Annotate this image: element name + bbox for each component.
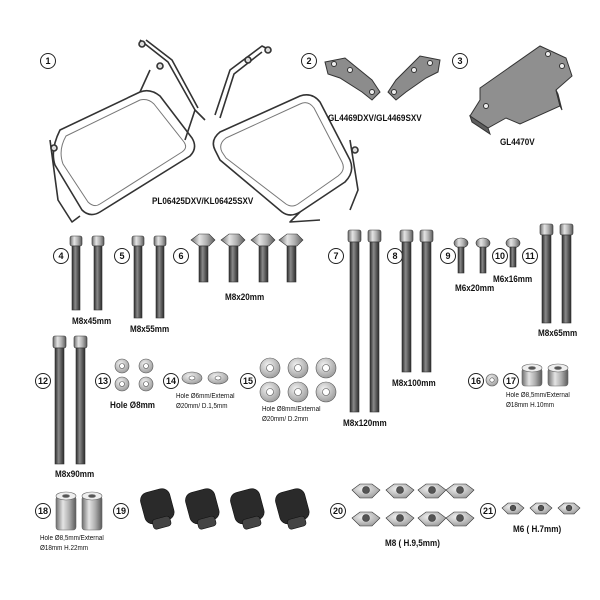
label-washer15-line2: Ø20mm/ D.2mm (262, 416, 309, 423)
spacers-22mm (55, 491, 103, 531)
callout-2: 2 (301, 53, 317, 69)
label-washer14-line1: Hole Ø6mm/External (176, 393, 235, 400)
nuts-m8 (351, 483, 475, 527)
label-m8x20: M8x20mm (225, 292, 265, 302)
rubber-bushings (140, 488, 310, 530)
callout-6: 6 (173, 248, 189, 264)
label-nut20: M8 ( H.9,5mm) (385, 538, 440, 548)
callout-7: 7 (328, 248, 344, 264)
callout-1: 1 (40, 53, 56, 69)
label-m8x55: M8x55mm (130, 324, 170, 334)
washers-6mm (181, 371, 229, 385)
callout-5: 5 (114, 248, 130, 264)
bolts-m8x120 (347, 229, 382, 413)
callout-13: 13 (95, 373, 111, 389)
bolts-m6x20 (453, 237, 491, 274)
bolts-m8x90 (52, 335, 88, 465)
label-bracket-pair: GL4469DXV/GL4469SXV (328, 113, 422, 123)
callout-12: 12 (35, 373, 51, 389)
label-m8x45: M8x45mm (72, 316, 112, 326)
label-spacer17-line2: Ø18mm H.10mm (506, 402, 554, 409)
bolts-m8x20 (190, 233, 304, 283)
label-nut21: M6 ( H.7mm) (513, 524, 562, 534)
label-washer13: Hole Ø8mm (110, 400, 156, 410)
label-m8x100: M8x100mm (392, 378, 436, 388)
bolts-m8x45 (69, 235, 105, 311)
label-frame: PL06425DXV/KL06425SXV (152, 196, 254, 206)
callout-21: 21 (480, 503, 496, 519)
callout-14: 14 (163, 373, 179, 389)
callout-16: 16 (468, 373, 484, 389)
label-m6x16: M6x16mm (493, 274, 533, 284)
label-spacer18-line2: Ø18mm H.22mm (40, 545, 88, 552)
callout-19: 19 (113, 503, 129, 519)
callout-15: 15 (240, 373, 256, 389)
label-washer15-line1: Hole Ø8mm/External (262, 406, 321, 413)
washers-8mm (114, 358, 154, 392)
callout-4: 4 (53, 248, 69, 264)
nuts-m6 (501, 502, 581, 515)
label-m8x90: M8x90mm (55, 469, 95, 479)
side-frame-illustration (49, 39, 359, 223)
plate-illustration (469, 45, 573, 136)
washers-8mm-20 (259, 357, 337, 403)
label-spacer17-line1: Hole Ø8,5mm/External (506, 392, 570, 399)
callout-3: 3 (452, 53, 468, 69)
label-plate: GL4470V (500, 137, 535, 147)
spacers-10mm (521, 363, 569, 387)
callout-11: 11 (522, 248, 538, 264)
bolts-m8x100 (399, 229, 434, 373)
label-spacer18-line1: Hole Ø8,5mm/External (40, 535, 104, 542)
bolts-m6x16 (505, 237, 521, 268)
label-m8x120: M8x120mm (343, 418, 387, 428)
bolts-m8x65 (539, 223, 574, 324)
callout-9: 9 (440, 248, 456, 264)
label-m8x65: M8x65mm (538, 328, 578, 338)
label-m6x20: M6x20mm (455, 283, 495, 293)
label-washer14-line2: Ø20mm/ D.1,5mm (176, 403, 228, 410)
washer-small (485, 373, 499, 387)
bracket-pair-illustration (324, 55, 441, 101)
bolts-m8x55 (131, 235, 167, 319)
callout-18: 18 (35, 503, 51, 519)
callout-20: 20 (330, 503, 346, 519)
callout-10: 10 (492, 248, 508, 264)
callout-17: 17 (503, 373, 519, 389)
